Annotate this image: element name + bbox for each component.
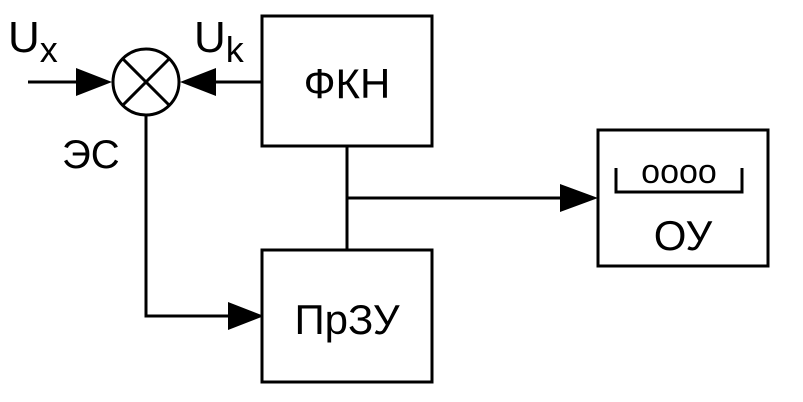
output-arrow [560,184,598,212]
ou-block [596,128,770,268]
ou-label: ОУ [654,212,713,259]
comparator-node [111,47,181,117]
fkn-block [260,14,434,148]
ux-input-arrow [76,68,112,96]
uk-feedback-arrow [180,68,216,96]
display-bracket [614,168,744,194]
error-signal-label: ЭС [62,133,120,177]
fkn-label: ФКН [304,60,391,107]
uk-label: Uk [194,13,245,70]
display-readout: oooo [641,153,717,191]
przu-label: ПрЗУ [294,296,399,343]
ux-label: Ux [8,13,58,70]
error-signal-arrow [228,302,264,330]
error-signal-line [144,116,230,318]
